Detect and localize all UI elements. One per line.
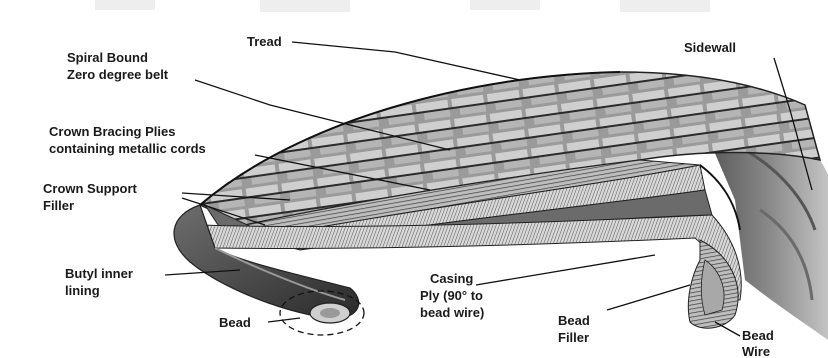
- label-crown-bracing-plies: Crown Bracing Plies: [49, 124, 175, 139]
- label-bead-wire-paren: bead wire): [420, 305, 484, 320]
- tire-illustration: [174, 72, 828, 340]
- label-tread: Tread: [247, 34, 282, 49]
- label-containing-metallic-cords: containing metallic cords: [49, 141, 206, 156]
- label-filler: Filler: [43, 198, 74, 213]
- label-zero-degree-belt: Zero degree belt: [67, 67, 169, 82]
- label-bead-wire-1: Bead: [742, 328, 774, 343]
- label-sidewall: Sidewall: [684, 40, 736, 55]
- label-bead-wire-2: Wire: [742, 344, 770, 358]
- label-casing: Casing: [430, 271, 473, 286]
- label-butyl-inner: Butyl inner: [65, 266, 133, 281]
- label-lining: lining: [65, 283, 100, 298]
- label-bead-filler-2: Filler: [558, 330, 589, 345]
- watermark: [95, 0, 710, 12]
- label-ply-90: Ply (90° to: [420, 288, 483, 303]
- label-spiral-bound: Spiral Bound: [67, 50, 148, 65]
- label-bead: Bead: [219, 315, 251, 330]
- label-crown-support: Crown Support: [43, 181, 138, 196]
- label-bead-filler-1: Bead: [558, 313, 590, 328]
